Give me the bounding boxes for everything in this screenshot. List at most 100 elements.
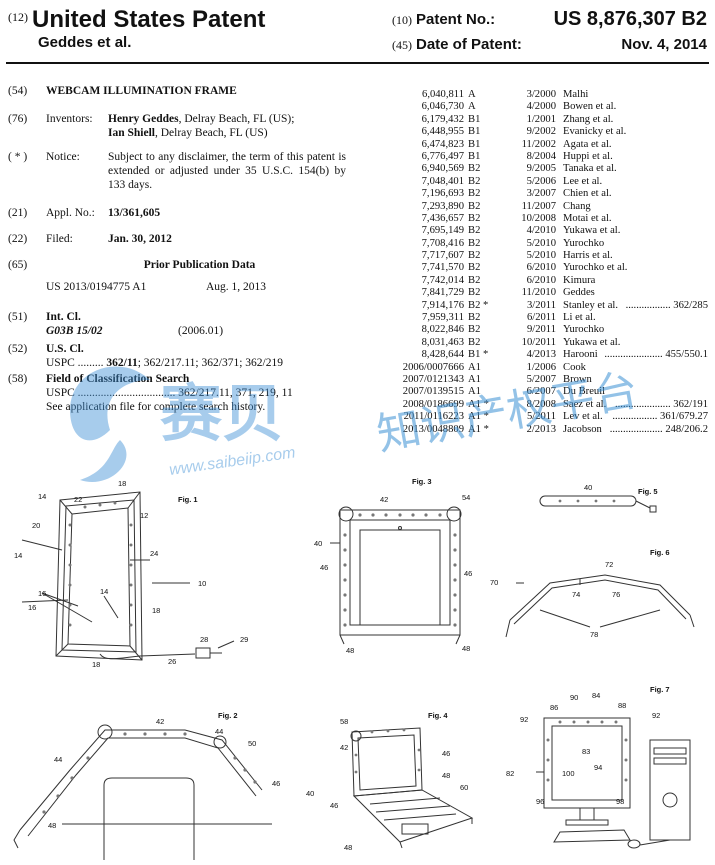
prior-row: (65) Prior Publication Data: [8, 258, 353, 272]
reference-num: 7,741,570: [421, 262, 464, 274]
fig3-ref-46a: 46: [320, 563, 328, 572]
reference-name: Yukawa et al.: [563, 225, 621, 237]
reference-date: 10/2008: [521, 212, 556, 224]
fig1-ref-14c: 14: [100, 587, 108, 596]
appl-number: 13/361,605: [108, 207, 161, 219]
fig1-ref-10: 10: [198, 579, 206, 588]
fig7-ref-98: 98: [616, 797, 624, 806]
fig6-label: Fig. 6: [650, 548, 670, 557]
fig6-ref-72: 72: [605, 560, 613, 569]
reference-date: 1/2001: [526, 113, 556, 125]
figure-4: Fig. 4 58 42 46 40 48 60 46 48: [306, 711, 474, 852]
fig7-ref-86: 86: [550, 703, 558, 712]
fig1-ref-18b: 18: [152, 606, 160, 615]
appl-label: Appl. No.:: [46, 207, 95, 219]
bibliographic-data: (54) WEBCAM ILLUMINATION FRAME (76) Inve…: [8, 84, 353, 424]
fig7-ref-84: 84: [592, 691, 600, 700]
fig4-ref-48a: 48: [442, 771, 450, 780]
reference-kind: B2: [468, 225, 481, 237]
reference-kind: B2: [468, 274, 481, 286]
reference-num: 2008/0186699: [402, 398, 464, 410]
intcl-class: G03B 15/02: [46, 325, 103, 337]
reference-date: 3/2011: [526, 299, 556, 311]
reference-kind: B1: [468, 150, 481, 162]
uscl-prefix: USPC .........: [46, 357, 104, 369]
reference-num: 7,048,401: [421, 175, 464, 187]
reference-date: 4/2010: [526, 225, 556, 237]
code-65: (65): [8, 259, 28, 271]
reference-num: 7,841,729: [421, 287, 464, 299]
reference-kind: B1: [468, 113, 481, 125]
reference-date: 6/2007: [526, 386, 556, 398]
patent-header: (12)United States Patent Geddes et al. (…: [0, 0, 715, 62]
fig7-ref-88: 88: [618, 701, 626, 710]
figure-7: Fig. 7 90 84 86 88 92 92 82 83 100 94 96…: [506, 685, 691, 849]
figure-5: 40 Fig. 5: [539, 483, 658, 513]
reference-kind: A1 *: [468, 411, 489, 423]
reference-date: 3/2007: [526, 188, 556, 200]
reference-kind: B1 *: [468, 349, 489, 361]
fig7-ref-92a: 92: [520, 715, 528, 724]
reference-num: 6,776,497: [421, 150, 464, 162]
notice-row: ( * ) Notice:Subject to any disclaimer, …: [8, 150, 353, 192]
fig1-ref-24: 24: [150, 549, 158, 558]
uscl-rest: ; 362/217.11; 362/371; 362/219: [137, 357, 283, 369]
code-10: (10): [392, 13, 412, 27]
fig7-ref-94: 94: [594, 763, 602, 772]
fig2-label: Fig. 2: [218, 711, 238, 720]
reference-num: 7,436,657: [421, 212, 464, 224]
fig1-ref-26: 26: [168, 657, 176, 666]
reference-date: 11/2002: [521, 138, 556, 150]
fig3-ref-48b: 48: [462, 644, 470, 653]
reference-name: Bowen et al.: [563, 101, 617, 113]
figure-6: Fig. 6 72 70 74 76 78: [490, 548, 695, 639]
reference-kind: B1: [468, 126, 481, 138]
patent-no-label: Patent No.:: [416, 11, 496, 28]
reference-date: 5/2010: [526, 250, 556, 262]
reference-kind: B2: [468, 212, 481, 224]
code-12: (12): [8, 10, 28, 24]
uscl-label: U.S. Cl.: [46, 343, 84, 355]
fig1-ref-14b: 14: [14, 551, 22, 560]
inventor-1-name: Henry Geddes: [108, 113, 179, 125]
code-76: (76): [8, 113, 28, 125]
reference-name: Harooni: [563, 349, 598, 361]
reference-name: Yurochko: [563, 237, 605, 249]
reference-name: Tanaka et al.: [563, 163, 617, 175]
fig1-ref-16a: 16: [38, 589, 46, 598]
title-row: (54) WEBCAM ILLUMINATION FRAME: [8, 84, 353, 98]
fig2-ref-48: 48: [48, 821, 56, 830]
reference-date: 8/2004: [526, 150, 556, 162]
reference-name: Li et al.: [563, 312, 596, 324]
reference-num: 7,742,014: [421, 274, 464, 286]
reference-cls: ................. 361/679.27: [610, 411, 708, 424]
prior-heading: Prior Publication Data: [143, 259, 256, 271]
reference-name: Lee et al.: [563, 175, 603, 187]
reference-name: Yukawa et al.: [563, 336, 621, 348]
reference-name: Stanley et al.: [563, 299, 619, 311]
uscl-row: (52) U.S. Cl.: [8, 342, 353, 356]
reference-kind: B2: [468, 163, 481, 175]
fig7-label: Fig. 7: [650, 685, 670, 694]
code-54: (54): [8, 85, 28, 97]
fig3-ref-54: 54: [462, 493, 470, 502]
fig1-ref-12: 12: [140, 511, 148, 520]
reference-name: Lev et al.: [563, 411, 603, 423]
reference-num: 6,448,955: [421, 126, 464, 138]
reference-num: 7,196,693: [421, 188, 464, 200]
fig6-ref-70: 70: [490, 578, 498, 587]
reference-kind: A1: [468, 361, 481, 373]
code-45: (45): [392, 38, 412, 52]
reference-num: 6,046,730: [421, 101, 464, 113]
figure-1: Fig. 1 14 22 18 12 20 14 24 16 14 10 16 …: [14, 479, 248, 669]
reference-name: Harris et al.: [563, 250, 613, 262]
